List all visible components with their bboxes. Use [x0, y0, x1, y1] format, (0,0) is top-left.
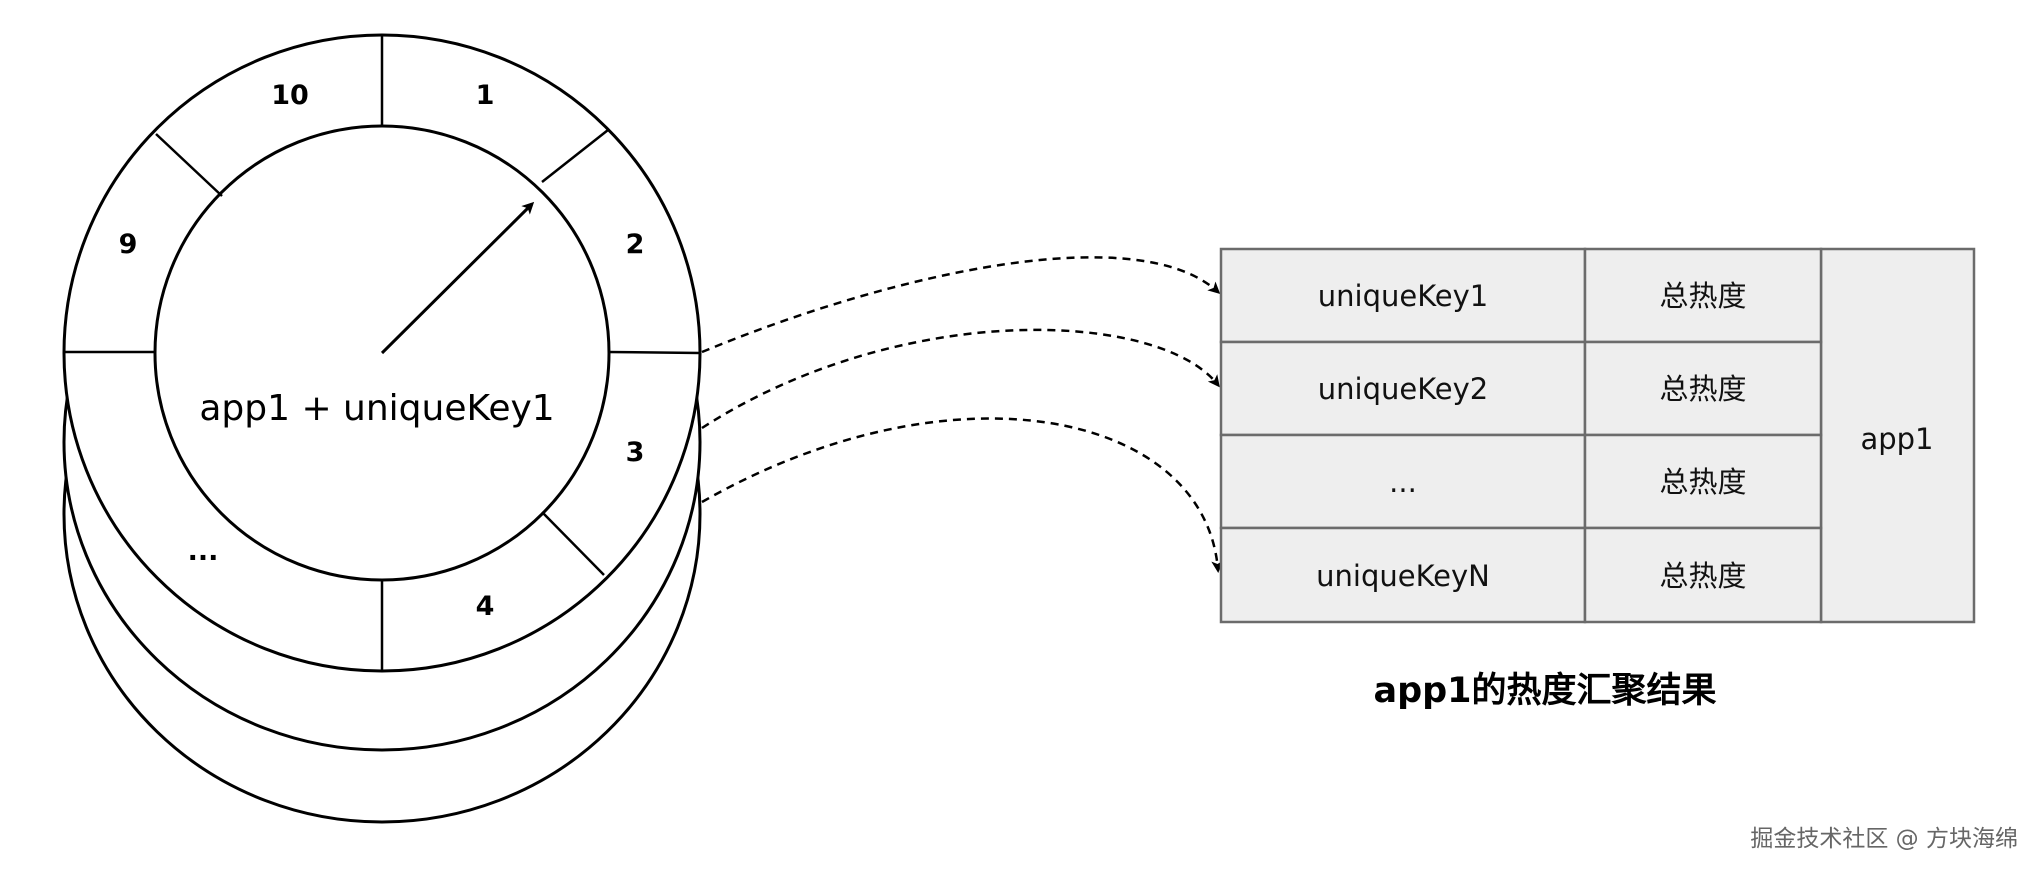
segment-label-1: 1 [476, 80, 495, 111]
table-key-text: uniqueKey1 [1318, 279, 1488, 313]
table-row: uniqueKey1 总热度 [1219, 247, 1823, 344]
segment-label-3: 3 [626, 437, 645, 468]
segment-label-10: 10 [271, 80, 309, 111]
connector-to-row-2 [701, 328, 1220, 430]
table-key-cell [1219, 247, 1587, 344]
watermark-text: 掘金技术社区 @ 方块海绵 [1750, 826, 2018, 852]
table-key-text: uniqueKey2 [1318, 372, 1488, 406]
table-key-text: uniqueKeyN [1316, 559, 1490, 593]
table-caption: app1的热度汇聚结果 [1373, 671, 1716, 711]
table-value-cell [1583, 340, 1823, 437]
table-row: uniqueKeyN 总热度 [1219, 526, 1823, 624]
table-value-cell [1583, 433, 1823, 530]
segment-label-2: 2 [626, 229, 645, 260]
table-value-text: 总热度 [1659, 559, 1746, 593]
table-key-text: ... [1389, 465, 1417, 499]
connector-to-row-n [701, 417, 1224, 573]
wheel-pointer-arrow [380, 201, 535, 355]
connector-arrows [701, 256, 1224, 573]
time-wheel-stack: 10 1 2 9 3 ... 4 app1 + uniqueKey1 [62, 33, 702, 824]
table-value-text: 总热度 [1659, 465, 1746, 499]
wheel-center-label: app1 + uniqueKey1 [199, 388, 554, 429]
table-value-cell [1583, 247, 1823, 344]
connector-to-row-1 [701, 256, 1221, 354]
segment-label-4: 4 [476, 591, 495, 622]
table-side-label: app1 [1860, 422, 1933, 456]
table-value-text: 总热度 [1659, 372, 1746, 406]
table-value-text: 总热度 [1659, 279, 1746, 313]
segment-label-ellipsis: ... [188, 536, 219, 567]
ring-dividers [64, 35, 701, 671]
table-row: uniqueKey2 总热度 [1219, 340, 1823, 437]
table-row: ... 总热度 [1219, 433, 1823, 530]
segment-label-9: 9 [119, 229, 138, 260]
aggregation-table: app1 uniqueKey1 总热度 uniqueKey2 总热度 ... 总… [1219, 247, 1976, 624]
table-key-cell [1219, 526, 1587, 624]
table-value-cell [1583, 526, 1823, 624]
